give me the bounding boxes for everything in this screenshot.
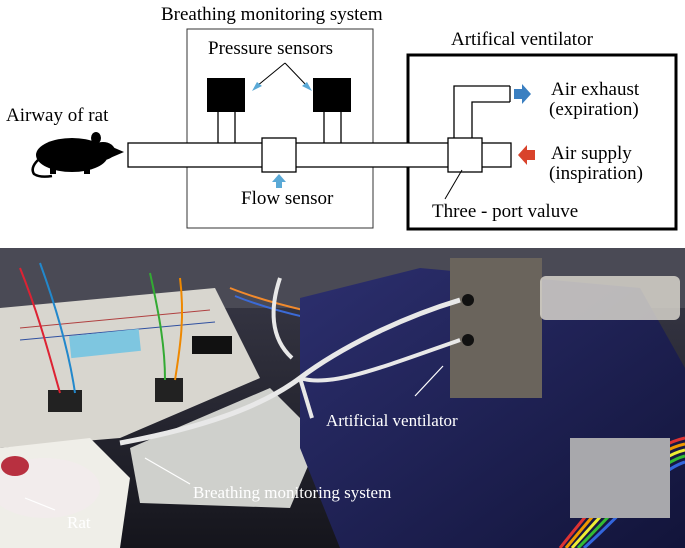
ventilator-panel [450, 258, 542, 398]
flow-sensor-label: Flow sensor [241, 188, 334, 209]
syringe [540, 276, 680, 320]
rat-body [0, 458, 100, 518]
system-title: Breathing monitoring system [161, 4, 383, 25]
schematic-drawing [31, 28, 678, 231]
air-exhaust-label: Air exhaust [551, 79, 640, 100]
exhaust-arrow [514, 84, 531, 104]
experiment-photo: Artificial ventilator Breathing monitori… [0, 248, 685, 548]
monitoring-system-box [186, 28, 374, 229]
flow-sensor-arrow [272, 174, 286, 188]
photo-scene [0, 248, 685, 548]
ventilator-title: Artifical ventilator [451, 29, 593, 50]
sensor-chip-left [48, 390, 82, 412]
rat-label: Rat [67, 513, 91, 532]
sensor-chip-right [155, 378, 183, 402]
airway-label: Airway of rat [6, 105, 109, 126]
three-port-valve [447, 137, 483, 173]
exhaust-tube [453, 85, 510, 138]
artificial-ventilator-label: Artificial ventilator [326, 411, 458, 430]
air-supply-label: Air supply [551, 143, 632, 164]
pressure-arrow-right [302, 82, 312, 91]
ventilator-pointer [414, 365, 444, 397]
inspiration-label: (inspiration) [549, 163, 643, 184]
pressure-sensor-right [313, 78, 351, 112]
pressure-sensors-label: Pressure sensors [208, 38, 334, 59]
schematic-diagram: Breathing monitoring system Artifical ve… [0, 0, 685, 245]
system-pointer [144, 457, 191, 485]
pressure-sensor-left [207, 78, 245, 112]
three-port-label: Three - port valuve [432, 201, 579, 222]
pressure-arrow-left [252, 82, 262, 91]
flow-sensor-block [261, 137, 297, 173]
ventilator-box [406, 53, 678, 231]
expiration-label: (expiration) [549, 99, 639, 120]
rat-silhouette-icon [31, 132, 124, 178]
supply-arrow [518, 145, 535, 165]
main-tube [127, 142, 512, 168]
breathing-system-photo-label: Breathing monitoring system [193, 483, 392, 502]
rat-pointer [24, 497, 56, 511]
